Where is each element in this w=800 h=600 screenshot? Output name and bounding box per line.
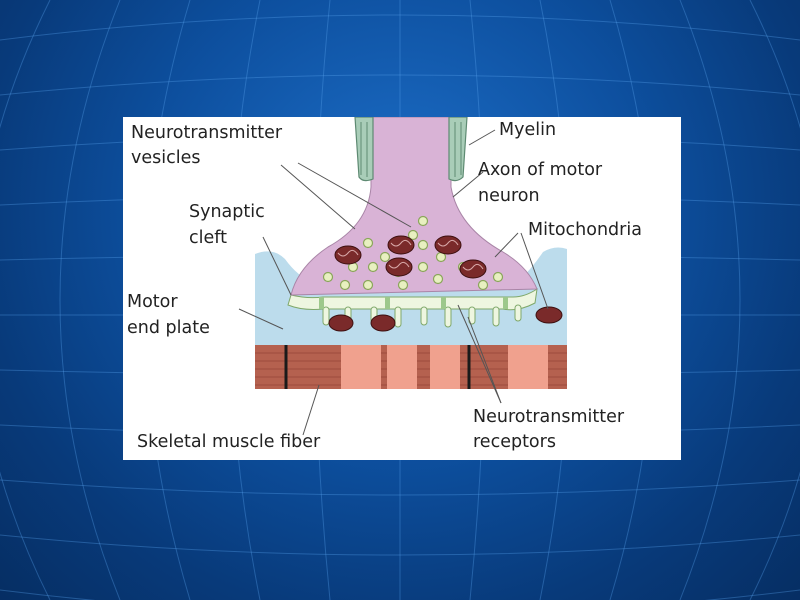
mitochondria: [328, 235, 563, 332]
label-skeletal-muscle-fiber: Skeletal muscle fiber: [137, 432, 321, 452]
diagram-panel: Neurotransmitter vesicles Myelin Axon of…: [123, 117, 681, 460]
skeletal-muscle-fiber: [255, 345, 567, 389]
label-neurotransmitter-vesicles-line1: Neurotransmitter: [131, 123, 283, 143]
label-motor-end-plate-line2: end plate: [127, 318, 210, 338]
label-axon-line2: neuron: [478, 186, 540, 206]
label-neurotransmitter-vesicles-line2: vesicles: [131, 148, 200, 168]
label-mitochondria: Mitochondria: [528, 220, 642, 240]
neurotransmitter-vesicles: [322, 215, 504, 291]
label-myelin: Myelin: [499, 120, 556, 140]
label-receptors-line2: receptors: [473, 432, 556, 452]
neuromuscular-junction-diagram: Neurotransmitter vesicles Myelin Axon of…: [127, 117, 642, 452]
label-axon-line1: Axon of motor: [478, 160, 603, 180]
label-motor-end-plate-line1: Motor: [127, 292, 178, 312]
label-synaptic-cleft-line2: cleft: [189, 228, 227, 248]
label-pointer-lines: [238, 129, 549, 436]
label-synaptic-cleft-line1: Synaptic: [189, 202, 265, 222]
label-receptors-line1: Neurotransmitter: [473, 407, 625, 427]
myelin-sheath: [354, 117, 468, 182]
